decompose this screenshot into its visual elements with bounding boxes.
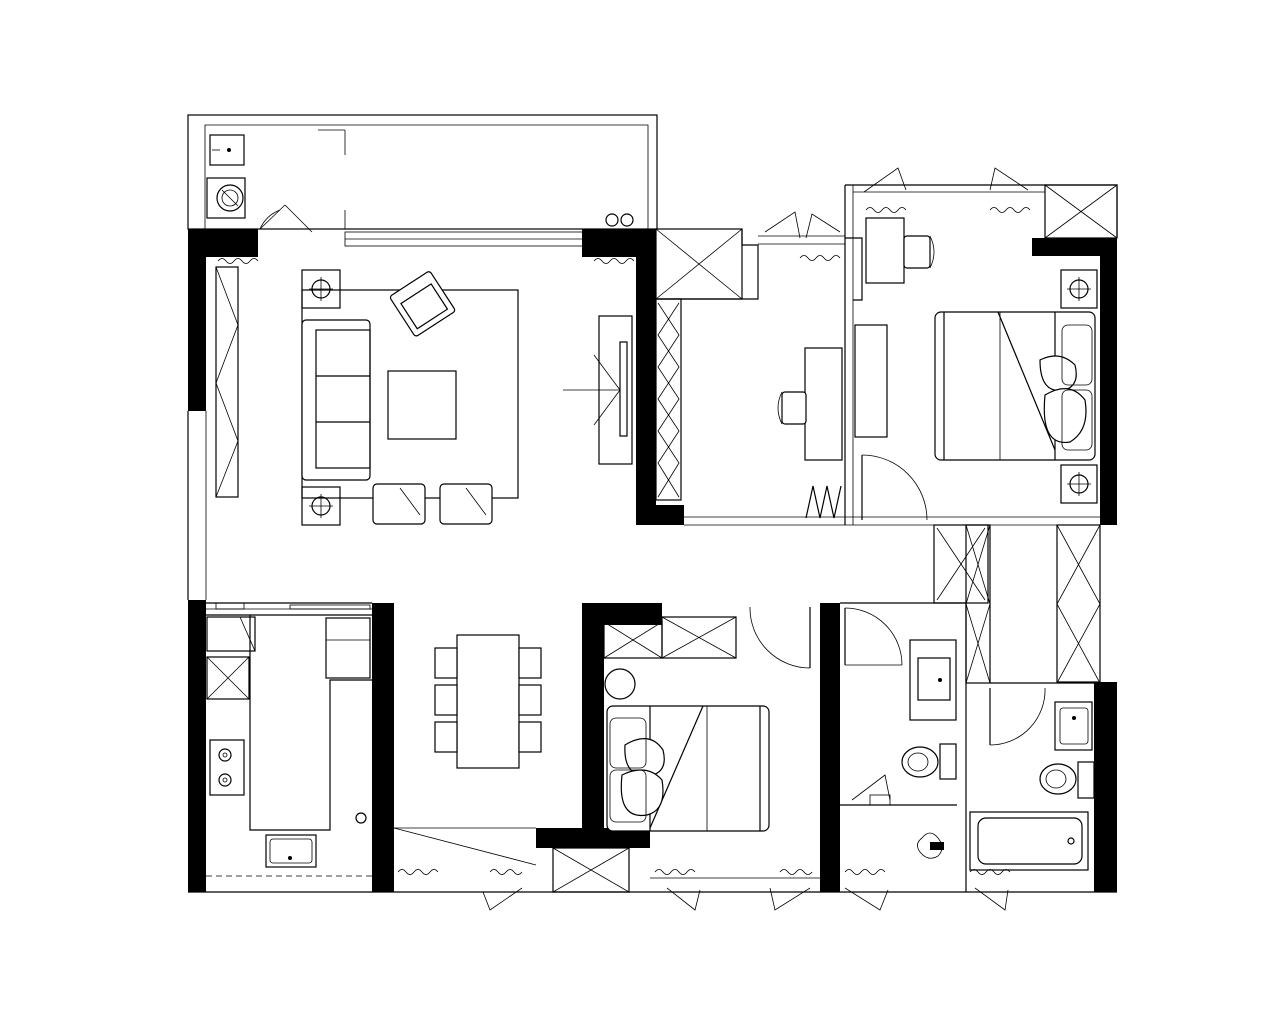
kitchen [206,602,372,868]
chair [777,391,807,425]
coffee-table [387,370,457,440]
desk [865,217,905,284]
side-table [301,269,341,309]
side-table [301,486,341,526]
refrigerator [325,617,371,679]
study-window [758,211,845,261]
exterior-lines [187,411,1117,893]
chair [434,721,458,753]
desk [804,347,843,461]
chair [434,684,458,716]
bedroom-window [650,869,820,911]
storage-box [552,847,630,893]
double-bed [606,705,770,832]
double-bed [934,311,1096,461]
toilet [901,743,957,780]
balcony-railing [204,124,649,229]
bathroom-2 [969,682,1095,911]
chair [434,647,458,679]
bathroom-window [844,869,889,911]
balcony-outline [187,114,658,230]
chair [518,684,542,716]
floor-drain [355,812,367,824]
study [655,185,854,525]
wall-cabinet [215,266,239,498]
wardrobe [655,298,682,501]
wardrobe [1056,524,1101,684]
balcony [187,114,658,247]
floor-drain [620,213,634,227]
living-room [215,258,635,526]
bedroom-door [861,454,928,521]
dining-window [397,869,523,911]
storage-box [206,656,250,700]
storage-box [206,616,256,652]
floor-drain [605,213,619,227]
bathtub [969,811,1089,871]
bathroom-window [969,869,1011,911]
structural-walls [188,229,1117,892]
round-table [604,668,636,700]
shower [917,832,944,859]
armchair [389,271,456,337]
hall-wardrobes [933,524,1101,684]
nightstand [1060,269,1098,309]
kitchen-sink [265,834,317,868]
balcony-door [259,204,313,233]
washbasin [909,639,957,721]
lounge-chair [439,483,493,525]
storage-box [1044,184,1118,239]
second-bedroom [552,606,820,911]
washbasin [1054,701,1093,751]
stove [209,739,245,796]
chair [903,235,935,269]
bathroom-door [989,687,1046,746]
nightstand [1060,464,1098,504]
dining-area [397,634,542,911]
bathroom-door [844,607,903,666]
wardrobe [661,616,737,659]
chair [518,647,542,679]
wardrobe [965,524,991,684]
toilet [1039,761,1095,799]
bathroom-1 [840,602,967,911]
shoe-rack [805,485,842,519]
wardrobe [854,324,888,438]
storage-box [655,228,743,300]
dining-table [456,634,520,769]
radiator [217,258,259,264]
bedroom-door [749,606,811,669]
radiator [593,258,635,264]
master-bedroom [845,167,1118,521]
lounge-chair [372,483,426,525]
chair [518,721,542,753]
bedroom-window [853,167,1045,213]
tv-cabinet [563,315,633,465]
balcony-sink [209,134,245,166]
washing-machine [206,177,246,219]
sofa [301,319,371,481]
shower-door [851,774,891,806]
wardrobe [933,524,989,604]
storage-box [603,621,663,659]
